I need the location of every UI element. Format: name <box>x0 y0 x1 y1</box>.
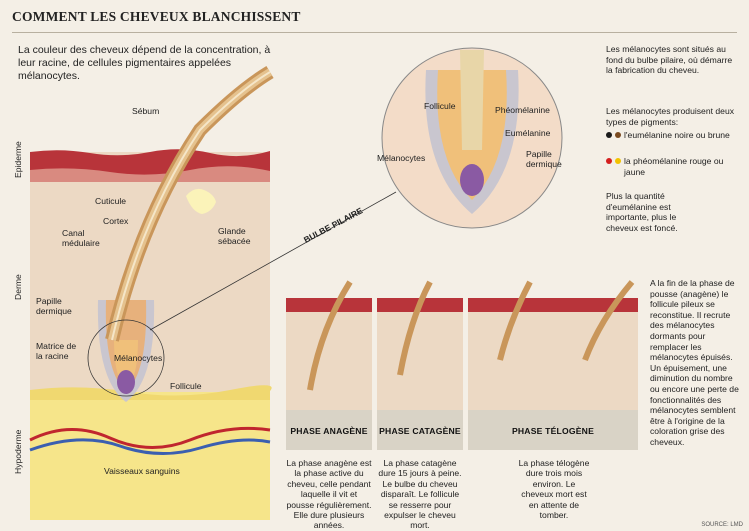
phase-anagene-caption: La phase anagène est la phase active du … <box>286 458 372 531</box>
phase-panels <box>286 280 638 450</box>
label-cuticule: Cuticule <box>95 196 127 206</box>
label-cortex: Cortex <box>103 216 129 226</box>
phase-anagene-title: PHASE ANAGÈNE <box>290 426 368 436</box>
legend-pheomelanine: la phéomélanine rouge ou jaune <box>606 156 736 177</box>
bulb-zoom <box>381 47 563 229</box>
pheomelanine-red-dot <box>606 158 612 164</box>
zoom-label-follicule: Follicule <box>424 101 456 111</box>
zoom-label-pheomelanine: Phéomélanine <box>495 105 550 115</box>
right-text-p1: Les mélanocytes sont situés au fond du b… <box>606 44 733 76</box>
layer-epiderme: Epiderme <box>13 141 23 178</box>
phase-catagene-caption: La phase catagène dure 15 jours à peine.… <box>378 458 462 531</box>
legend-eumelanine: l'eumélanine noire ou brune <box>606 130 736 141</box>
title-divider <box>12 32 737 33</box>
right-text-p3: Plus la quantité d'eumélanine est import… <box>606 191 678 233</box>
zoom-label-melanocytes: Mélanocytes <box>377 153 426 163</box>
source-credit: SOURCE: LMD <box>701 522 743 528</box>
eumelanine-brown-dot <box>615 132 621 138</box>
hair-follicle <box>87 65 397 402</box>
phase-telogene-title: PHASE TÉLOGÈNE <box>511 426 595 436</box>
eumelanine-black-dot <box>606 132 612 138</box>
pheomelanine-yellow-dot <box>615 158 621 164</box>
zoom-label-eumelanine: Eumélanine <box>505 128 551 138</box>
phase-catagene-title: PHASE CATAGÈNE <box>379 426 461 436</box>
right-text-p4: A la fin de la phase de pousse (anagène)… <box>650 278 739 447</box>
label-follicule: Follicule <box>170 381 202 391</box>
phase-telogene-caption: La phase télogène dure trois mois enviro… <box>518 458 590 521</box>
layer-derme: Derme <box>13 274 23 300</box>
label-vaisseaux: Vaisseaux sanguins <box>104 466 180 476</box>
layer-hypoderme: Hypoderme <box>13 429 23 474</box>
page-title: COMMENT LES CHEVEUX BLANCHISSENT <box>12 9 301 24</box>
intro-text: La couleur des cheveux dépend de la conc… <box>18 44 271 82</box>
right-text-p2: Les mélanocytes produisent deux types de… <box>606 106 735 127</box>
label-melanocytes: Mélanocytes <box>114 353 163 363</box>
label-sebum: Sébum <box>132 106 160 116</box>
